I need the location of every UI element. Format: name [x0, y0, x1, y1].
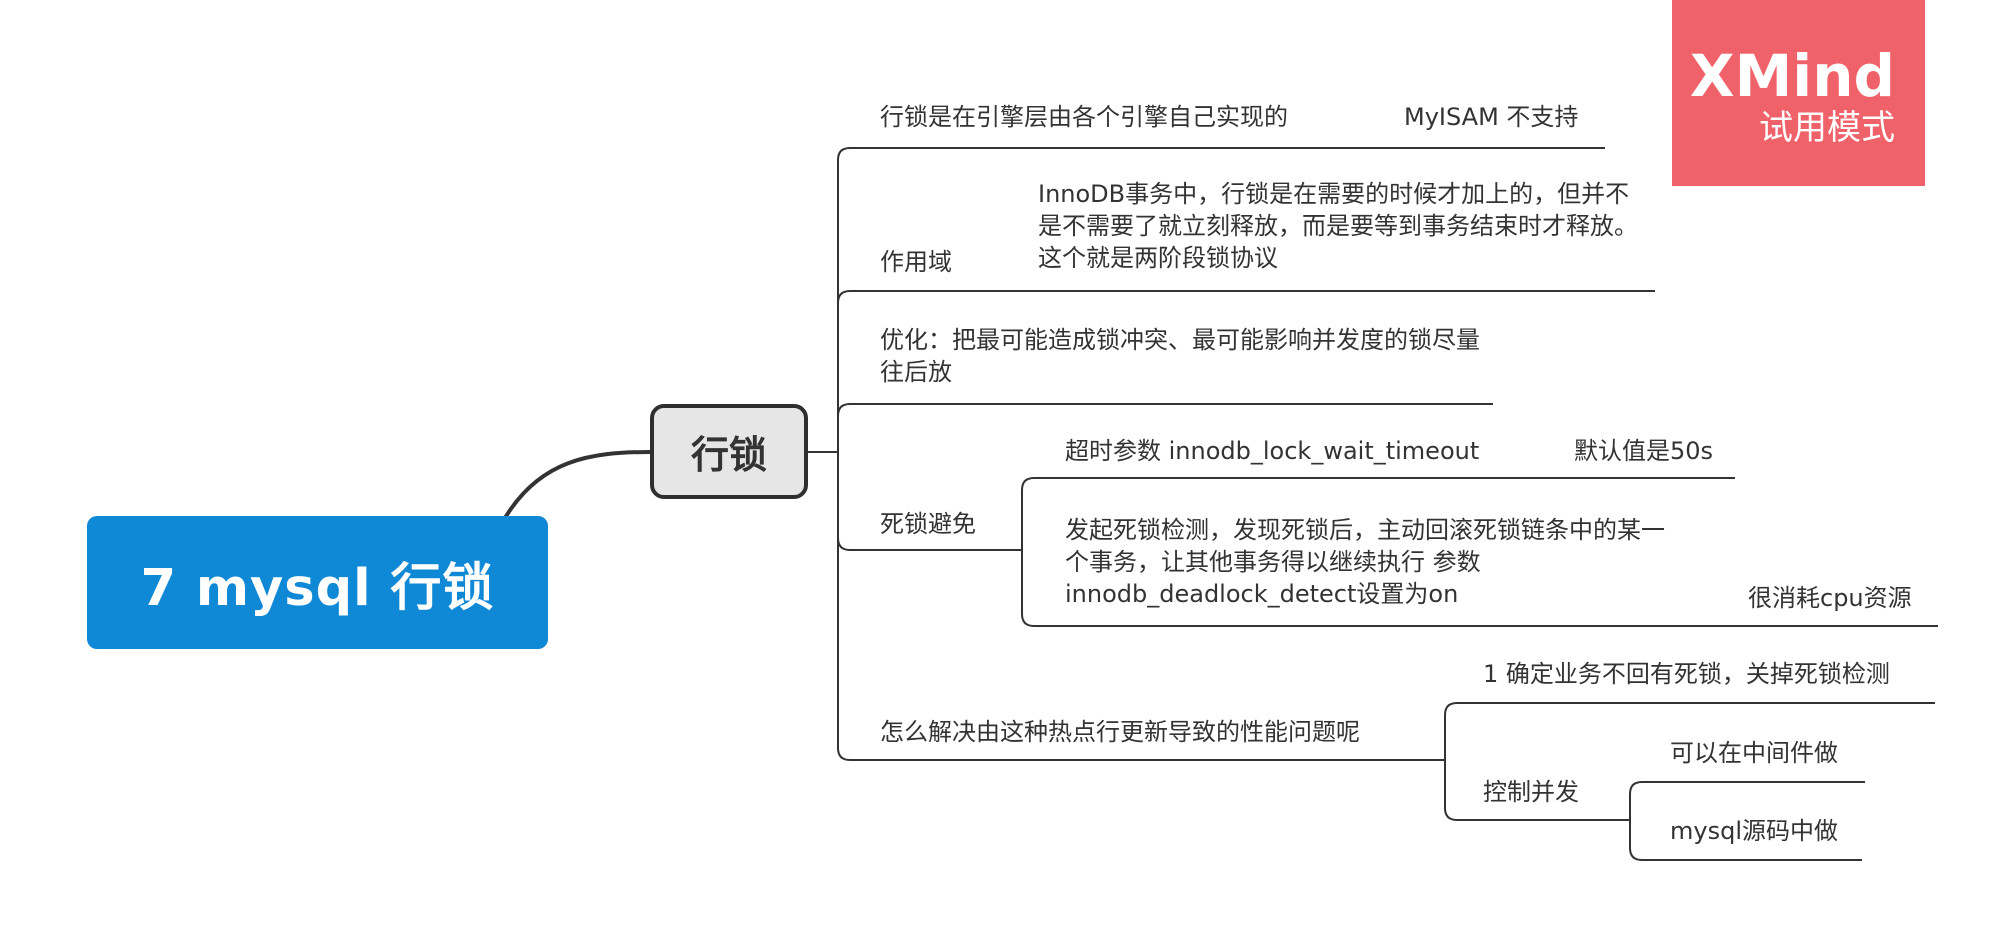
trunk-deadlock-lower — [1021, 550, 1938, 627]
connector-root-main — [503, 450, 651, 520]
xmind-trial-watermark: XMind 试用模式 — [1672, 0, 1925, 186]
underline-branch-3 — [837, 403, 1493, 417]
branch-engine-layer[interactable]: 行锁是在引擎层由各个引擎自己实现的 — [880, 103, 1288, 131]
node-myisam[interactable]: MyISAM 不支持 — [1404, 103, 1579, 131]
node-cpu-cost[interactable]: 很消耗cpu资源 — [1748, 584, 1912, 612]
main-topic[interactable]: 行锁 — [650, 404, 808, 499]
node-two-phase-lock[interactable]: InnoDB事务中，行锁是在需要的时候才加上的，但并不是不需要了就立刻释放，而是… — [1038, 180, 1638, 272]
watermark-subtitle: 试用模式 — [1759, 108, 1895, 148]
trunk-level1 — [837, 160, 851, 761]
trunk-concurrency — [1629, 781, 1865, 820]
trunk-concurrency-lower — [1629, 820, 1862, 861]
node-disable-detect[interactable]: 1 确定业务不回有死锁，关掉死锁检测 — [1483, 660, 1890, 688]
branch-optimization[interactable]: 优化：把最可能造成锁冲突、最可能影响并发度的锁尽量往后放 — [880, 326, 1480, 386]
branch-hot-row[interactable]: 怎么解决由这种热点行更新导致的性能问题呢 — [880, 718, 1360, 746]
trunk-deadlock — [1021, 477, 1735, 550]
branch-deadlock-avoid[interactable]: 死锁避免 — [880, 510, 976, 538]
branch-scope[interactable]: 作用域 — [880, 248, 952, 276]
root-topic[interactable]: 7 mysql 行锁 — [87, 516, 548, 649]
underline-branch-1 — [837, 147, 1605, 161]
node-deadlock-detect[interactable]: 发起死锁检测，发现死锁后，主动回滚死锁链条中的某一个事务，让其他事务得以继续执行… — [1065, 516, 1665, 608]
node-timeout-param[interactable]: 超时参数 innodb_lock_wait_timeout — [1065, 437, 1480, 465]
underline-branch-4 — [837, 537, 1022, 551]
node-mysql-source[interactable]: mysql源码中做 — [1670, 817, 1838, 845]
node-default-50s[interactable]: 默认值是50s — [1574, 437, 1714, 465]
trunk-hotrow — [1444, 702, 1935, 760]
node-control-concurrency[interactable]: 控制并发 — [1483, 778, 1579, 806]
trunk-hotrow-lower — [1444, 760, 1630, 821]
node-middleware[interactable]: 可以在中间件做 — [1670, 739, 1838, 767]
underline-branch-2 — [837, 290, 1655, 304]
watermark-title: XMind — [1689, 42, 1895, 110]
